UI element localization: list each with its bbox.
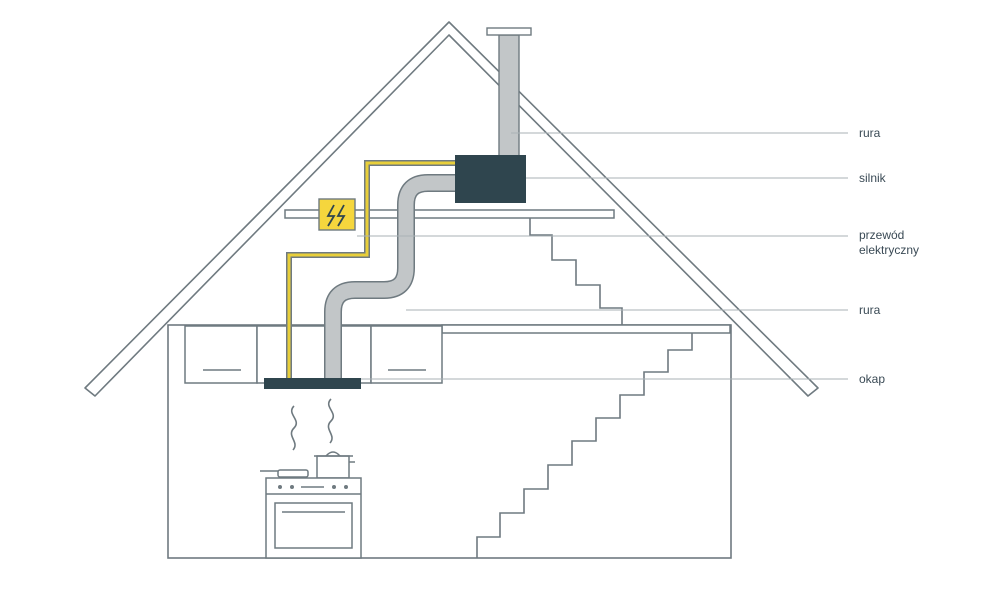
stairs-lower xyxy=(476,333,693,558)
label-wire-line1: przewód xyxy=(859,228,905,242)
steam-right xyxy=(327,398,335,444)
electric-box xyxy=(318,198,356,231)
steam-left xyxy=(290,405,298,451)
roof xyxy=(84,21,819,397)
lightning-icon xyxy=(326,204,346,227)
chimney-cap xyxy=(486,27,532,36)
stairs-upper xyxy=(529,218,623,325)
label-hood: okap xyxy=(859,372,886,386)
ceiling-plank xyxy=(441,324,731,334)
kitchen-cabinets xyxy=(184,325,443,384)
chimney-pipe xyxy=(498,34,520,161)
motor xyxy=(455,155,526,203)
attic-floor xyxy=(284,209,615,219)
stove xyxy=(265,477,362,559)
label-wire-line2: elektryczny xyxy=(859,243,920,257)
leader-lines xyxy=(357,132,848,380)
label-motor: silnik xyxy=(859,171,886,185)
cooking-pot xyxy=(314,451,355,479)
label-pipe-mid: rura xyxy=(859,303,881,317)
range-hood xyxy=(264,378,361,389)
frying-pan xyxy=(260,469,309,478)
label-pipe-top: rura xyxy=(859,126,881,140)
